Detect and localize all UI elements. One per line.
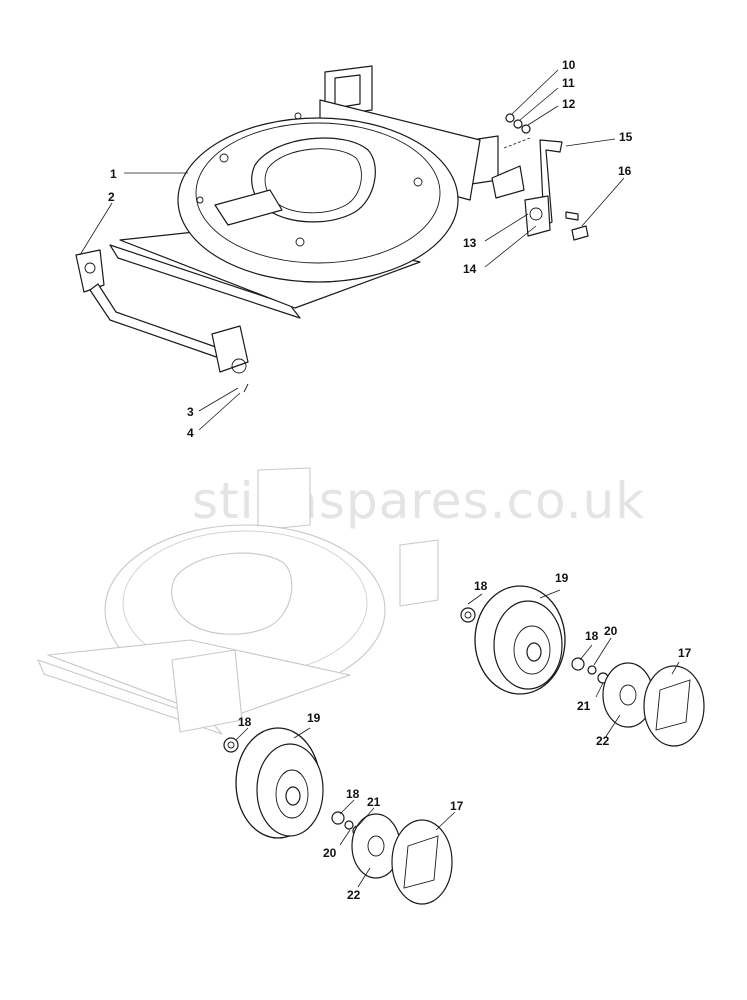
- callout-3: 3: [187, 405, 194, 419]
- rear-height-adjuster: [491, 139, 579, 237]
- leader-lines: [79, 69, 680, 888]
- callout-19-right: 19: [555, 571, 569, 585]
- callout-18-left-inner: 18: [238, 715, 252, 729]
- callout-11: 11: [562, 76, 575, 90]
- callout-1: 1: [110, 167, 117, 181]
- callout-labels: 1 2 3 4 10 11 12 13 14 15 16 18 19 18 20…: [108, 58, 692, 902]
- front-axle-rod: [75, 249, 249, 374]
- callout-4: 4: [187, 426, 194, 440]
- callout-21-left: 21: [367, 795, 381, 809]
- callout-18-left-outer: 18: [346, 787, 360, 801]
- wheel-assembly-left: [223, 727, 453, 905]
- callout-17-right: 17: [678, 646, 692, 660]
- callout-20-left: 20: [323, 846, 337, 860]
- callout-22-left: 22: [347, 888, 361, 902]
- callout-19-left: 19: [307, 711, 321, 725]
- callout-10: 10: [562, 58, 576, 72]
- callout-16: 16: [618, 164, 632, 178]
- mower-deck: [109, 65, 499, 319]
- callout-20-right: 20: [604, 624, 618, 638]
- upper-hardware: [243, 113, 589, 393]
- callout-21-right: 21: [577, 699, 591, 713]
- callout-15: 15: [619, 130, 633, 144]
- deck-ghost-outline: [37, 467, 439, 735]
- wheel-assembly-right: [460, 585, 705, 747]
- callout-2: 2: [108, 190, 115, 204]
- callout-12: 12: [562, 97, 576, 111]
- callout-17-left: 17: [450, 799, 464, 813]
- callout-22-right: 22: [596, 734, 610, 748]
- callout-18-right-inner: 18: [474, 579, 488, 593]
- callout-18-right-outer: 18: [585, 629, 599, 643]
- callout-13: 13: [463, 236, 477, 250]
- callout-14: 14: [463, 262, 477, 276]
